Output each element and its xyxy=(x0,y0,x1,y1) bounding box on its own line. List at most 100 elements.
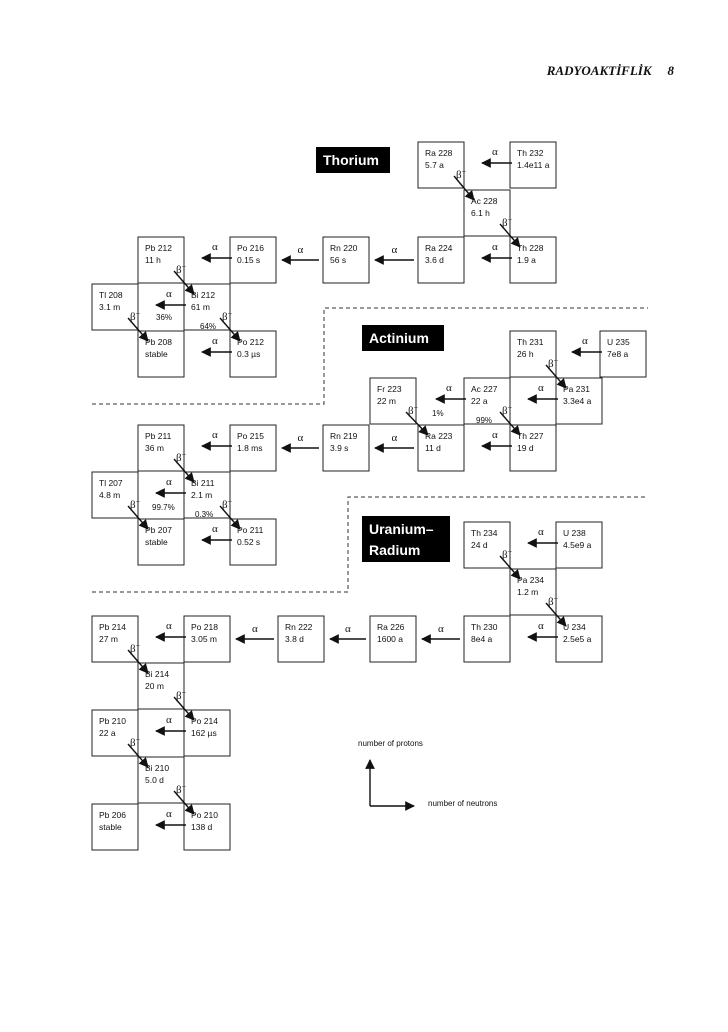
alpha-label-th232: α xyxy=(492,146,498,158)
protons-axis-label: number of protons xyxy=(358,739,423,748)
nuclide-name-ac_th231: Th 231 xyxy=(517,337,544,347)
alpha-label-ra224: α xyxy=(392,244,398,256)
alpha-label-pa231: α xyxy=(538,382,544,394)
branch-th-alpha: 36% xyxy=(156,313,172,322)
nuclide-box-ac_po215 xyxy=(229,424,277,472)
nuclide-name-u_pb210: Pb 210 xyxy=(99,716,126,726)
half-life-u_pb214: 27 m xyxy=(99,634,118,644)
beta-arrow-th231 xyxy=(545,364,567,389)
half-life-th_ra224: 3.6 d xyxy=(425,255,444,265)
beta-minus-pb214: − xyxy=(136,641,141,650)
alpha-label-u234: α xyxy=(538,620,544,632)
section-label-uranium-0: Uranium– xyxy=(369,521,434,537)
nuclide-name-u_pa234: Pa 234 xyxy=(517,575,544,585)
half-life-ac_ac227: 22 a xyxy=(471,396,488,406)
neutrons-axis-label: number of neutrons xyxy=(428,799,497,808)
nuclide-box-u_pb214 xyxy=(91,615,139,663)
nuclide-name-ac_pb211: Pb 211 xyxy=(145,431,172,441)
half-life-th_po216: 0.15 s xyxy=(237,255,260,265)
nuclide-name-ac_rn219: Rn 219 xyxy=(330,431,358,441)
divider-actinium-uranium xyxy=(92,496,648,593)
nuclide-name-th_th228: Th 228 xyxy=(517,243,544,253)
beta-label-tl207: β− xyxy=(130,497,141,511)
nuclide-name-u_po218: Po 218 xyxy=(191,622,218,632)
nuclide-box-ac_th231 xyxy=(509,330,557,378)
beta-arrow-pb214 xyxy=(127,649,149,674)
beta-arrow-bi214 xyxy=(173,696,195,721)
nuclide-name-th_po216: Po 216 xyxy=(237,243,264,253)
nuclide-box-th_th232 xyxy=(509,141,557,189)
beta-minus-pb212: − xyxy=(182,262,187,271)
beta-minus-bi214: − xyxy=(182,688,187,697)
nuclide-name-th_ra224: Ra 224 xyxy=(425,243,453,253)
half-life-u_bi210: 5.0 d xyxy=(145,775,164,785)
nuclide-name-th_pb212: Pb 212 xyxy=(145,243,172,253)
section-label-bg-uranium xyxy=(362,516,450,562)
beta-arrow-pb211 xyxy=(173,458,195,483)
nuclide-box-u_th234 xyxy=(463,521,511,569)
alpha-label-ra223: α xyxy=(392,432,398,444)
half-life-th_bi212: 61 m xyxy=(191,302,210,312)
nuclide-name-th_pb208: Pb 208 xyxy=(145,337,172,347)
half-life-th_po212: 0.3 µs xyxy=(237,349,260,359)
nuclide-name-ac_ra223: Ra 223 xyxy=(425,431,453,441)
section-label-actinium-0: Actinium xyxy=(369,330,429,346)
beta-minus-ra228: − xyxy=(462,167,467,176)
beta-minus-tl207: − xyxy=(136,497,141,506)
nuclide-name-u_bi214: Bi 214 xyxy=(145,669,169,679)
half-life-u_ra226: 1600 a xyxy=(377,634,403,644)
branch-ac-fr: 1% xyxy=(432,409,444,418)
alpha-label-rn222: α xyxy=(252,623,258,635)
nuclide-box-ac_u235 xyxy=(599,330,647,378)
half-life-th_th232: 1.4e11 a xyxy=(517,160,550,170)
nuclide-box-th_tl208 xyxy=(91,283,139,331)
beta-label-ra228: β− xyxy=(456,167,467,181)
beta-label-tl208: β− xyxy=(130,309,141,323)
half-life-ac_bi211: 2.1 m xyxy=(191,490,212,500)
half-life-th_pb212: 11 h xyxy=(145,255,161,265)
alpha-label-u238: α xyxy=(538,526,544,538)
section-label-bg-actinium xyxy=(362,325,444,351)
section-label-bg-thorium xyxy=(316,147,390,173)
section-label-uranium-1: Radium xyxy=(369,542,420,558)
half-life-th_tl208: 3.1 m xyxy=(99,302,120,312)
nuclide-name-th_bi212: Bi 212 xyxy=(191,290,215,300)
half-life-u_u238: 4.5e9 a xyxy=(563,540,592,550)
nuclide-box-ac_ac227 xyxy=(463,377,511,425)
half-life-u_th230: 8e4 a xyxy=(471,634,493,644)
nuclide-box-th_pb212 xyxy=(137,236,185,284)
half-life-th_pb208: stable xyxy=(145,349,168,359)
beta-arrow-fr223 xyxy=(405,411,429,436)
beta-label-pa234: β− xyxy=(548,594,559,608)
alpha-label-po210: α xyxy=(166,808,172,820)
half-life-u_pa234: 1.2 m xyxy=(517,587,538,597)
half-life-ac_ra223: 11 d xyxy=(425,443,441,453)
half-life-u_rn222: 3.8 d xyxy=(285,634,304,644)
half-life-ac_th231: 26 h xyxy=(517,349,534,359)
nuclide-box-u_pb206 xyxy=(91,803,139,851)
nuclide-box-th_rn220 xyxy=(322,236,370,284)
half-life-u_po218: 3.05 m xyxy=(191,634,217,644)
beta-label-bi210: β− xyxy=(176,782,187,796)
nuclide-name-u_ra226: Ra 226 xyxy=(377,622,405,632)
nuclide-name-ac_po215: Po 215 xyxy=(237,431,264,441)
page-number: 8 xyxy=(667,63,675,78)
nuclide-box-u_th230 xyxy=(463,615,511,663)
nuclide-name-ac_pb207: Pb 207 xyxy=(145,525,172,535)
beta-minus-bi211b: − xyxy=(228,497,233,506)
nuclide-name-ac_u235: U 235 xyxy=(607,337,630,347)
beta-label-ac227b: β− xyxy=(502,403,513,417)
beta-label-pb210: β− xyxy=(130,735,141,749)
alpha-label-po214: α xyxy=(166,714,172,726)
divider-thorium-actinium xyxy=(92,307,648,405)
nuclide-name-u_th230: Th 230 xyxy=(471,622,498,632)
nuclide-name-u_pb214: Pb 214 xyxy=(99,622,126,632)
nuclide-boxes xyxy=(91,141,647,851)
alpha-label-th230: α xyxy=(438,623,444,635)
nuclide-name-ac_th227: Th 227 xyxy=(517,431,544,441)
decay-arrows xyxy=(127,158,602,830)
alpha-label-po215: α xyxy=(212,429,218,441)
half-life-u_pb206: stable xyxy=(99,822,122,832)
half-life-ac_pa231: 3.3e4 a xyxy=(563,396,592,406)
